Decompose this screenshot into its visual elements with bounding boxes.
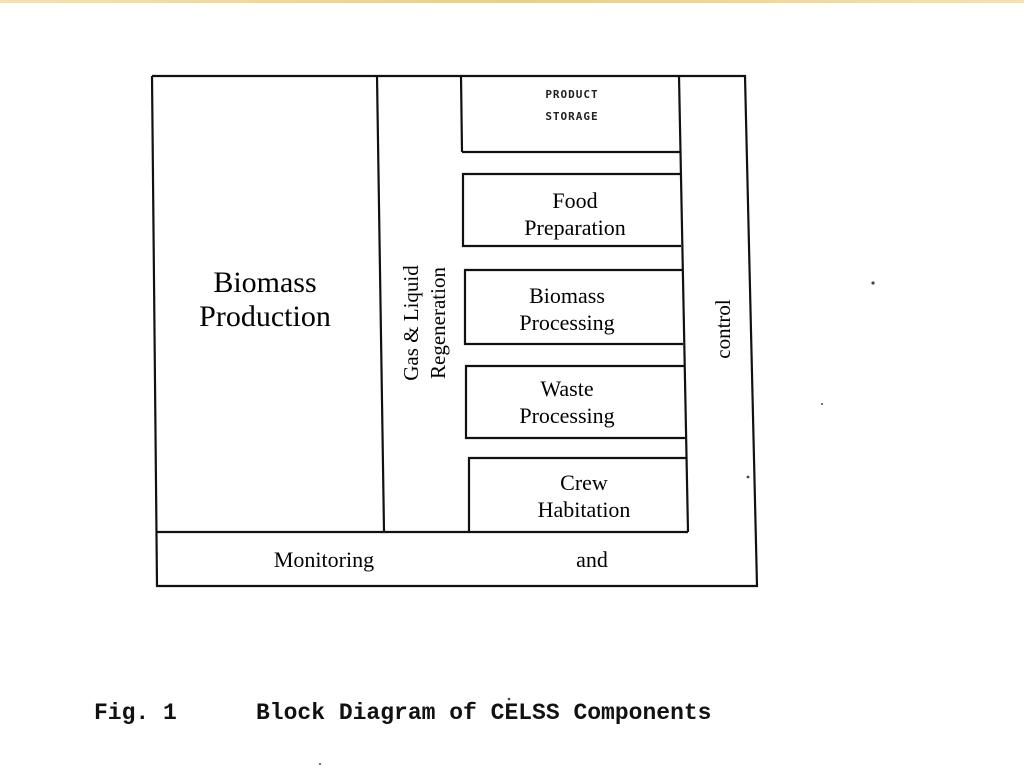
gas-liquid-regeneration-label: Gas & Liquid Regeneration [399, 265, 450, 381]
biomass-production-label: Biomass Production [199, 266, 331, 333]
figure-caption: Fig. 1 Block Diagram of CELSS Components [94, 700, 711, 726]
and-label: and [576, 547, 608, 572]
gas-liquid-divider [459, 75, 464, 153]
monitoring-label: Monitoring [273, 547, 375, 572]
waste-processing-label: Waste Processing [519, 376, 615, 428]
crew-habitation-box [467, 456, 687, 532]
waste-processing-box [464, 364, 685, 440]
control-column-divider [677, 75, 690, 533]
biomass-processing-label: Biomass Processing [519, 283, 615, 335]
header-rule [0, 0, 1024, 3]
figure-number: Fig. 1 [94, 700, 177, 726]
product-storage-label: PRODUCT STORAGE [545, 88, 599, 123]
control-label: control [711, 299, 735, 359]
biomass-production-divider [375, 75, 386, 532]
crew-habitation-label: Crew Habitation [537, 470, 631, 522]
food-preparation-box [461, 172, 681, 248]
figure-caption-text: Block Diagram of CELSS Components [256, 700, 712, 726]
outer-frame [150, 74, 759, 588]
biomass-processing-box [463, 268, 683, 346]
food-preparation-label: Food Preparation [524, 188, 626, 240]
